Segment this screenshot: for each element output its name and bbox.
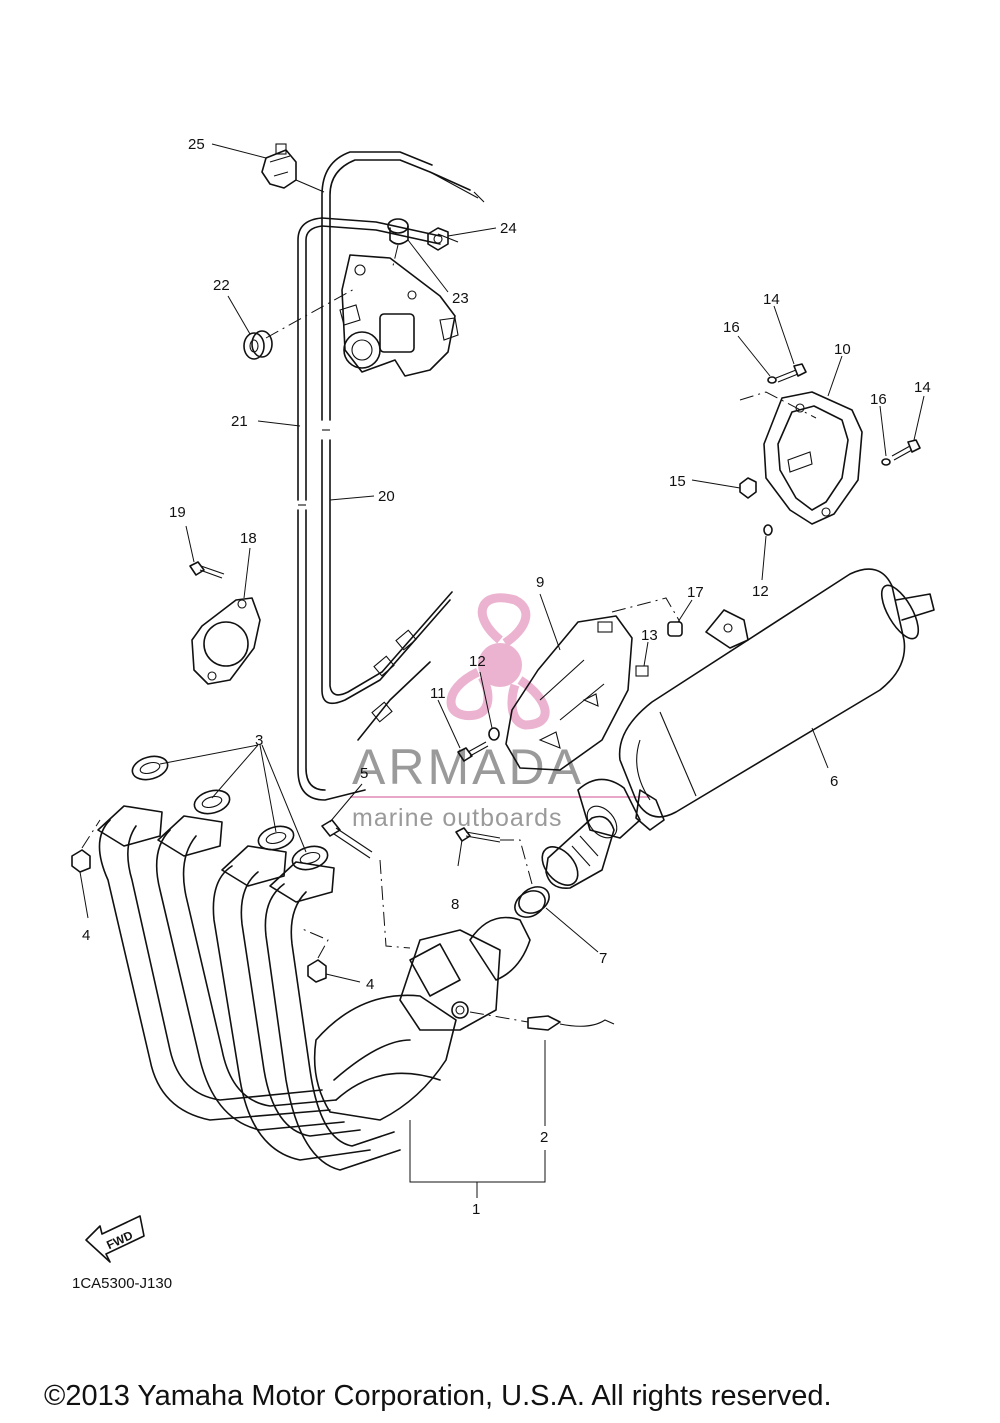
leader-lines bbox=[79, 143, 925, 983]
callout-label: 4 bbox=[366, 976, 374, 993]
assembly-line-9 bbox=[611, 597, 681, 623]
part-exhaust-pipe-assembly bbox=[97, 805, 531, 1171]
part-nut-4a bbox=[71, 849, 91, 873]
callout-label: 4 bbox=[82, 927, 90, 944]
callout-label: 19 bbox=[169, 504, 186, 521]
watermark: ARMADA marine outboards bbox=[350, 593, 650, 832]
callout-label: 2 bbox=[540, 1129, 548, 1146]
callout-label: 17 bbox=[687, 584, 704, 601]
part-heat-protector bbox=[505, 615, 633, 771]
callout-label: 21 bbox=[231, 413, 248, 430]
part-damper-17 bbox=[667, 621, 683, 637]
part-muffler-cover bbox=[763, 391, 863, 525]
callout-label: 14 bbox=[914, 379, 931, 396]
callout-label: 16 bbox=[723, 319, 740, 336]
assembly-line-5 bbox=[379, 859, 411, 949]
part-grommet bbox=[243, 287, 357, 360]
part-nut-4b bbox=[307, 959, 327, 983]
part-servo-motor bbox=[339, 254, 459, 377]
callout-label: 18 bbox=[240, 530, 257, 547]
part-bolt-5 bbox=[321, 819, 373, 859]
part-nut-15 bbox=[739, 477, 757, 499]
callout-label: 12 bbox=[752, 583, 769, 600]
bracket-1-2 bbox=[409, 1120, 546, 1183]
callout-label: 22 bbox=[213, 277, 230, 294]
callout-label: 3 bbox=[255, 732, 263, 749]
assembly-line-4a bbox=[81, 819, 101, 849]
copyright-notice: ©2013 Yamaha Motor Corporation, U.S.A. A… bbox=[44, 1380, 832, 1412]
callout-label: 7 bbox=[599, 950, 607, 967]
callout-label: 20 bbox=[378, 488, 395, 505]
callout-label: 24 bbox=[500, 220, 517, 237]
callout-label: 23 bbox=[452, 290, 469, 307]
part-bolt-14a bbox=[775, 363, 807, 383]
part-exhaust-joint bbox=[541, 805, 618, 889]
callout-label: 14 bbox=[763, 291, 780, 308]
propeller-logo-icon bbox=[446, 593, 550, 730]
callout-label: 1 bbox=[472, 1201, 480, 1218]
part-muffler bbox=[577, 568, 935, 839]
callout-label: 5 bbox=[360, 765, 368, 782]
part-clamp bbox=[261, 143, 297, 189]
forward-arrow-icon: FWD bbox=[85, 1215, 145, 1263]
diagram-code: 1CA5300-J130 bbox=[72, 1275, 172, 1292]
part-gasket-18 bbox=[191, 597, 261, 685]
part-bolt-8 bbox=[455, 827, 501, 843]
assembly-line-8 bbox=[500, 839, 533, 885]
part-bolt-14b bbox=[891, 439, 921, 461]
part-nut-24 bbox=[427, 227, 449, 251]
assembly-line-10 bbox=[739, 391, 817, 419]
assembly-line-4b bbox=[299, 927, 329, 959]
watermark-brand: ARMADA bbox=[352, 739, 584, 795]
callout-label: 11 bbox=[430, 685, 446, 702]
callout-label: 6 bbox=[830, 773, 838, 790]
callout-label: 12 bbox=[469, 653, 486, 670]
callout-label: 13 bbox=[641, 627, 658, 644]
part-bolt-19 bbox=[189, 561, 225, 579]
callout-label: 10 bbox=[834, 341, 851, 358]
callout-label: 16 bbox=[870, 391, 887, 408]
part-gasket-7 bbox=[514, 886, 550, 918]
callout-labels: 1 2 3 4 4 5 6 7 8 9 10 11 12 12 13 14 14… bbox=[82, 136, 931, 1218]
watermark-tagline: marine outboards bbox=[352, 804, 563, 832]
callout-label: 8 bbox=[451, 896, 459, 913]
part-oxygen-sensor bbox=[469, 1011, 615, 1031]
part-cable-upper bbox=[297, 151, 485, 506]
part-washer-16b bbox=[881, 458, 891, 466]
part-washer-12a bbox=[488, 727, 500, 741]
part-cable-lower bbox=[297, 439, 453, 801]
part-bolt-11 bbox=[457, 741, 489, 762]
part-gasket-3 bbox=[131, 755, 329, 871]
callout-label: 15 bbox=[669, 473, 686, 490]
part-washer-12b bbox=[763, 524, 773, 536]
callout-label: 9 bbox=[536, 574, 544, 591]
part-band-13 bbox=[635, 665, 649, 677]
callout-label: 25 bbox=[188, 136, 205, 153]
part-washer-16a bbox=[767, 376, 777, 384]
